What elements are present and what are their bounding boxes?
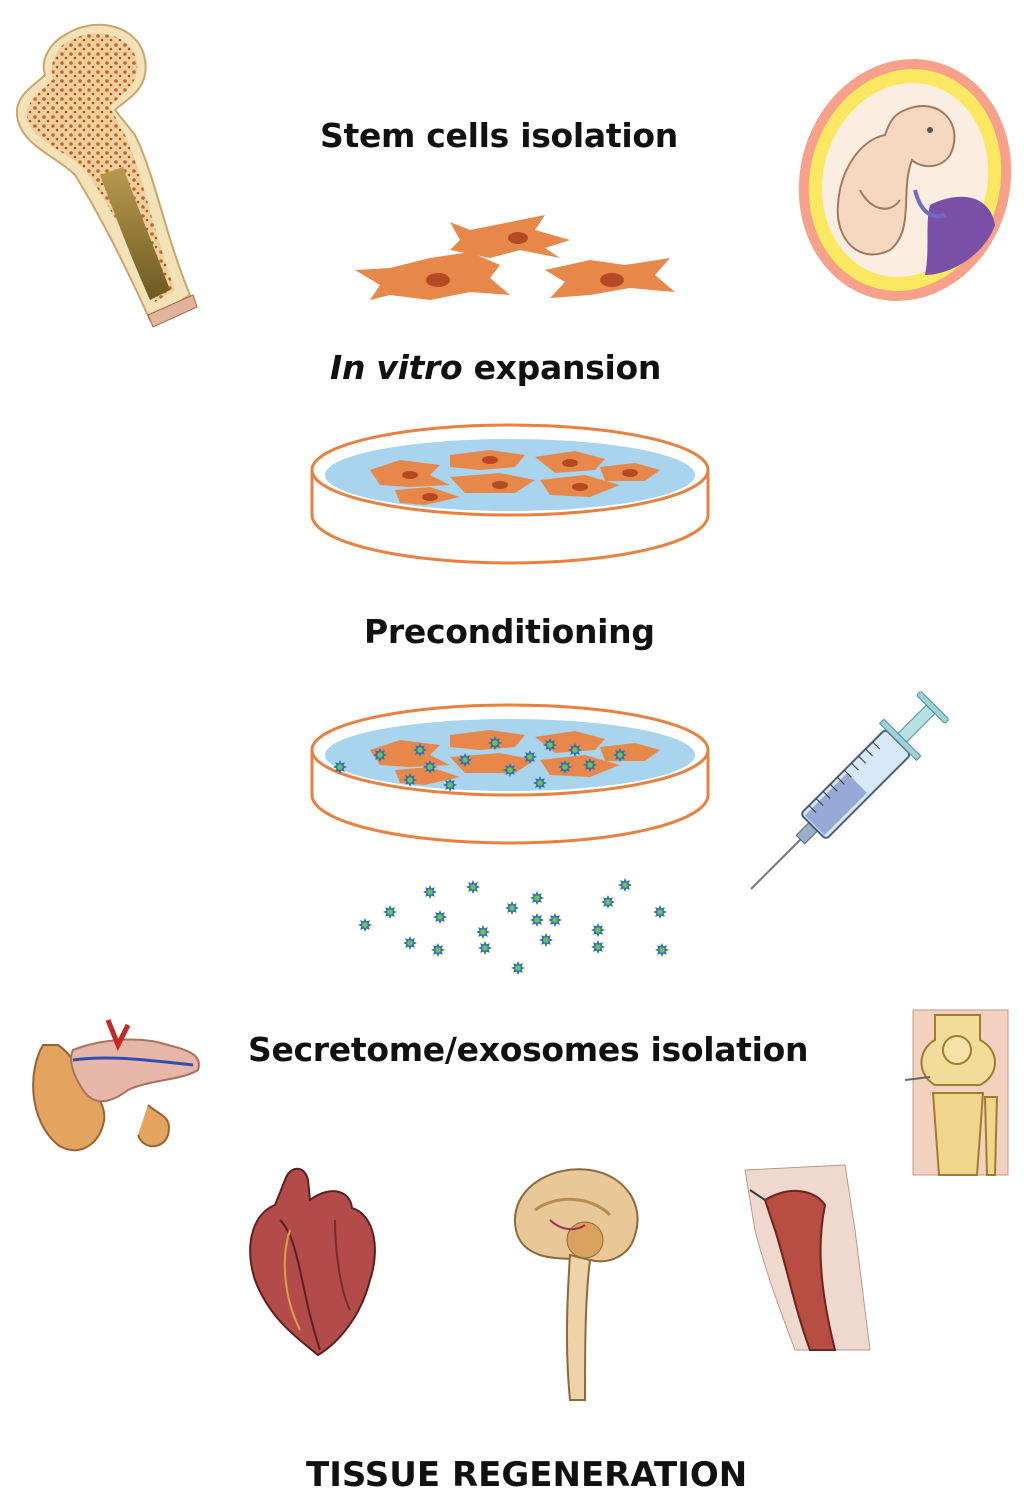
exosome <box>403 773 417 787</box>
fetus-icon <box>798 59 1012 301</box>
exosomes-icon <box>358 878 669 975</box>
exosome <box>653 905 667 919</box>
step-in-vitro-expansion: In vitro expansion <box>330 348 661 387</box>
pancreas-icon <box>32 1019 200 1152</box>
stem-cell <box>450 215 570 258</box>
syringe-icon <box>750 691 949 890</box>
exosome <box>601 895 615 909</box>
knee-icon <box>905 1009 1009 1176</box>
exosome <box>558 760 572 774</box>
exosome <box>655 943 669 957</box>
expansion-text: expansion <box>462 348 662 387</box>
exosome <box>539 933 553 947</box>
step-stem-cells-isolation: Stem cells isolation <box>320 116 678 155</box>
stem-cells-icon <box>355 215 675 300</box>
exosome <box>530 913 544 927</box>
exosome <box>443 778 457 792</box>
exosome <box>358 918 372 932</box>
exosome <box>373 748 387 762</box>
exosome <box>591 940 605 954</box>
heart-icon <box>249 1167 376 1357</box>
exosome <box>591 923 605 937</box>
exosome <box>423 885 437 899</box>
exosome <box>433 910 447 924</box>
exosome <box>568 743 582 757</box>
step-preconditioning: Preconditioning <box>364 612 655 651</box>
in-vitro-italic: In vitro <box>330 348 463 387</box>
exosome <box>476 925 490 939</box>
exosome <box>505 901 519 915</box>
step-secretome-isolation: Secretome/exosomes isolation <box>248 1030 809 1069</box>
exosome <box>503 763 517 777</box>
stem-cell <box>545 258 675 298</box>
tissue-regeneration-title: TISSUE REGENERATION <box>306 1455 748 1495</box>
exosome <box>478 941 492 955</box>
exosome <box>533 776 547 790</box>
petri-dish-expansion <box>310 423 710 565</box>
throat-icon <box>744 1164 871 1351</box>
exosome <box>530 891 544 905</box>
exosome <box>403 936 417 950</box>
exosome <box>613 748 627 762</box>
exosome <box>431 943 445 957</box>
stem-cell <box>355 252 510 300</box>
exosome <box>548 913 562 927</box>
exosome <box>511 961 525 975</box>
exosome <box>413 743 427 757</box>
bone-icon <box>15 23 198 328</box>
exosome <box>458 753 472 767</box>
exosome <box>333 760 347 774</box>
exosome <box>488 736 502 750</box>
exosome <box>618 878 632 892</box>
exosome <box>383 905 397 919</box>
exosome <box>523 750 537 764</box>
exosome <box>543 738 557 752</box>
exosome <box>583 758 597 772</box>
petri-dish-preconditioned <box>310 703 710 845</box>
exosome <box>466 880 480 894</box>
exosome <box>423 760 437 774</box>
brain-icon <box>513 1168 639 1401</box>
